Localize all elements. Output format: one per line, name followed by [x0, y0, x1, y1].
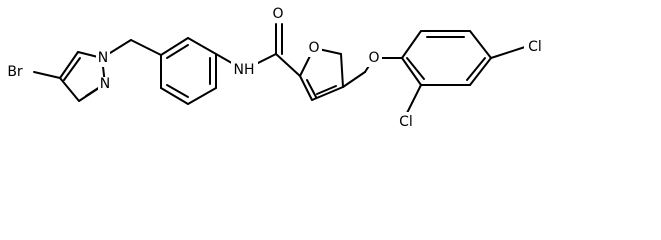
pyrazole-n2-atom: N — [100, 76, 110, 92]
dichlorophenyl-inner-bond-2 — [466, 57, 486, 81]
para-chlorine-atom: Cl — [528, 39, 542, 55]
benzene-bond-2 — [187, 37, 217, 55]
ortho-chloro-bond — [406, 84, 422, 114]
carbonyl-oxygen-label-bg — [270, 5, 286, 23]
ether-oxygen-label-bg — [366, 49, 382, 67]
pyrazole-n1-label-bg — [96, 51, 110, 67]
pyrazole-bond-5 — [59, 77, 80, 102]
dichlorophenyl-bond-1 — [401, 30, 422, 59]
chemical-structure: Br N N NH O O O Cl Cl — [0, 5, 546, 132]
carbonyl-furan-bond — [275, 53, 301, 77]
bromine-atom: Br — [7, 64, 23, 80]
furan-inner-bond-2 — [316, 85, 337, 95]
pyrazole-double-bond-1 — [63, 57, 81, 81]
dichlorophenyl-bond-6 — [401, 57, 422, 86]
pyrazole-n2-label-bg — [98, 77, 112, 93]
pyrazole-n1-atom: N — [98, 50, 108, 66]
molecule-canvas: Br N N NH O O O Cl Cl — [0, 5, 546, 132]
c-br-bond — [33, 71, 61, 79]
atom-labels: Br N N NH O O O Cl Cl — [0, 5, 546, 132]
benzene-bond-5 — [160, 87, 189, 105]
amide-nh-label-bg — [231, 61, 258, 79]
amide-nh-atom: NH — [234, 62, 255, 78]
ch2-aryl-bond — [130, 39, 162, 56]
benzene-inner-bond-1 — [166, 44, 189, 59]
benzene-inner-bond-3 — [166, 84, 189, 98]
furan-bond-5 — [299, 75, 313, 101]
benzene-bond-4 — [187, 87, 217, 105]
dichlorophenyl-bond-4 — [469, 57, 492, 86]
para-chlorine-label-bg — [524, 37, 546, 57]
furan-ch2-bond — [342, 71, 366, 88]
furan-bond-4 — [311, 86, 344, 101]
para-chloro-bond — [490, 46, 526, 59]
ortho-chlorine-atom: Cl — [399, 114, 413, 130]
furan-bond-3 — [340, 53, 344, 88]
furan-oxygen-label-bg — [306, 39, 322, 57]
ether-oxygen-atom: O — [368, 50, 379, 66]
carbonyl-oxygen-atom: O — [272, 6, 283, 22]
dichlorophenyl-inner-bond-3 — [406, 57, 425, 80]
bromine-label-bg — [0, 60, 28, 82]
furan-inner-bond-1 — [306, 79, 317, 98]
pyrazole-bond-1 — [59, 51, 79, 79]
ortho-chlorine-label-bg — [395, 112, 417, 132]
dichlorophenyl-bond-3 — [469, 30, 492, 59]
furan-oxygen-atom: O — [308, 40, 319, 56]
benzene-bond-1 — [160, 37, 189, 56]
bond-network — [33, 23, 526, 114]
